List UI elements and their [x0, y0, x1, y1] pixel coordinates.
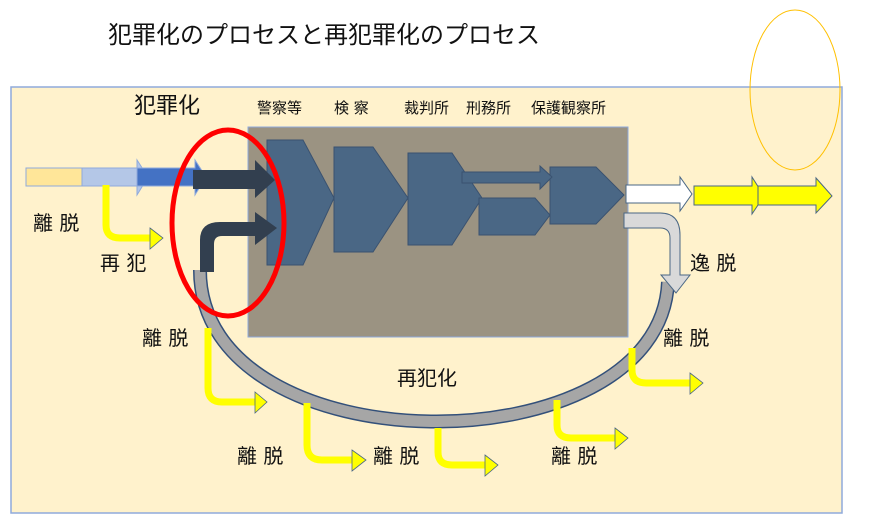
desistance-label: 離 脱	[663, 326, 709, 350]
desistance-arrowheads	[149, 227, 704, 477]
stage-label-probation: 保護観察所	[531, 99, 606, 117]
court-to-probation-arrow	[461, 164, 553, 191]
stage-prison-shape	[478, 197, 551, 236]
criminalization-arrow	[193, 160, 275, 198]
desistance-label: 離 脱	[373, 444, 419, 468]
desistance-arrow	[553, 400, 615, 442]
stage-prosecution-shape	[333, 146, 409, 253]
stage-label-prison: 刑務所	[466, 99, 511, 117]
highlight-ellipse	[169, 127, 287, 319]
desistance-arrow	[434, 428, 485, 469]
desistance-label: 離 脱	[551, 444, 597, 468]
deviation-label: 逸 脱	[690, 251, 736, 275]
recriminalization-arc	[194, 269, 674, 427]
desistance-arrows	[102, 185, 690, 469]
desistance-arrow	[303, 403, 352, 464]
orange-outline-ellipse	[749, 9, 841, 171]
exit-arrow-white	[625, 175, 693, 213]
desistance-label: 離 脱	[142, 326, 188, 350]
recriminalization-label: 再犯化	[397, 366, 457, 390]
desistance-label: 離 脱	[237, 444, 283, 468]
deviation-arrow	[623, 212, 692, 294]
stage-label-court: 裁判所	[404, 99, 449, 117]
desistance-arrow	[628, 348, 690, 387]
criminalization-label: 犯罪化	[134, 94, 200, 119]
exit-arrow-yellow-2	[757, 176, 833, 215]
desistance-arrow	[204, 328, 255, 406]
recriminalization-entry-arrow	[200, 212, 277, 272]
stage-label-police: 警察等	[257, 99, 302, 117]
desistance-label: 離 脱	[33, 211, 79, 235]
desistance-arrow	[102, 185, 150, 242]
diagram-title: 犯罪化のプロセスと再犯罪化のプロセス	[108, 21, 540, 49]
stage-probation-shape	[549, 166, 625, 225]
reoffense-label: 再 犯	[100, 251, 146, 275]
stage-label-prosecution: 検 察	[334, 99, 369, 117]
entry-arrow-segment	[25, 167, 83, 187]
